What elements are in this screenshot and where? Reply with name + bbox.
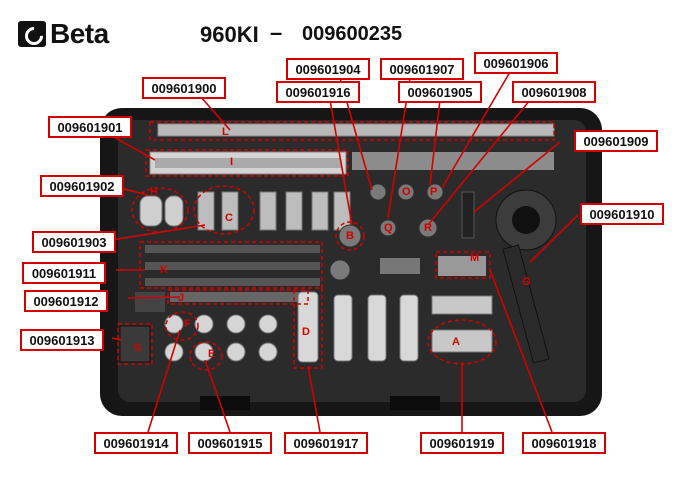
- callout-009601913: 009601913: [20, 329, 104, 351]
- slide-bar-2: [352, 152, 554, 170]
- part-letter: G: [522, 276, 531, 288]
- part-letter: O: [402, 186, 411, 198]
- part-letter: S: [134, 342, 142, 354]
- callout-009601901: 009601901: [48, 116, 132, 138]
- sleeve-set: [297, 291, 419, 363]
- threaded-rod: [145, 278, 320, 286]
- part-letter: J: [178, 292, 185, 304]
- callout-009601900: 009601900: [142, 77, 226, 99]
- part-letter: M: [470, 252, 480, 264]
- callout-009601906: 009601906: [474, 52, 558, 74]
- part-letter: L: [222, 126, 229, 138]
- case-latch: [200, 396, 250, 410]
- spacer-block: [119, 325, 151, 363]
- part-letter: H: [150, 186, 158, 198]
- hub-adapter-hole: [512, 206, 540, 234]
- clamp-group: [197, 191, 351, 231]
- beta-logo-icon: [18, 21, 46, 47]
- puller-bolt: [438, 256, 486, 276]
- callout-009601914: 009601914: [94, 432, 178, 454]
- title-dash: –: [270, 20, 283, 45]
- callout-009601908: 009601908: [512, 81, 596, 103]
- nut-set: [329, 183, 444, 281]
- extension-bar: [461, 191, 475, 239]
- case-latch: [390, 396, 440, 410]
- pressure-ring: [139, 195, 163, 227]
- puller-tool: [431, 295, 493, 315]
- part-letter: A: [452, 336, 460, 348]
- callout-009601916: 009601916: [276, 81, 360, 103]
- part-letter: P: [430, 186, 438, 198]
- callout-009601910: 009601910: [580, 203, 664, 225]
- callout-009601919: 009601919: [420, 432, 504, 454]
- callout-009601917: 009601917: [284, 432, 368, 454]
- header: Beta: [18, 18, 109, 50]
- bushing-set: [164, 314, 278, 362]
- adapter-block: [135, 292, 165, 312]
- threaded-rod: [145, 262, 320, 270]
- spindle: [502, 244, 550, 364]
- part-letter: I: [230, 156, 234, 168]
- callout-009601903: 009601903: [32, 231, 116, 253]
- callout-009601918: 009601918: [522, 432, 606, 454]
- part-letter: C: [225, 212, 233, 224]
- part-letter: E: [208, 348, 216, 360]
- brand-name: Beta: [50, 18, 109, 49]
- part-letter: Q: [384, 222, 393, 234]
- part-letter: R: [424, 222, 432, 234]
- callout-009601915: 009601915: [188, 432, 272, 454]
- slide-bar-slot: [155, 158, 341, 168]
- part-letter: K: [160, 264, 168, 276]
- puller-tool-A: [431, 329, 493, 353]
- callout-009601905: 009601905: [398, 81, 482, 103]
- kit-code: 009600235: [302, 23, 403, 45]
- callout-009601909: 009601909: [574, 130, 658, 152]
- pressure-ring: [164, 195, 184, 227]
- beta-logo: Beta: [18, 18, 109, 50]
- callout-009601902: 009601902: [40, 175, 124, 197]
- callout-009601911: 009601911: [22, 262, 106, 284]
- model-number: 960KI: [200, 22, 259, 47]
- adapter-rod: [170, 292, 305, 302]
- part-letter: B: [346, 230, 354, 242]
- part-letter: D: [302, 326, 310, 338]
- callout-009601904: 009601904: [286, 58, 370, 80]
- callout-009601912: 009601912: [24, 290, 108, 312]
- callout-009601907: 009601907: [380, 58, 464, 80]
- part-letter: F: [184, 318, 191, 330]
- pressing-plate: [380, 258, 420, 274]
- threaded-rod: [145, 245, 320, 253]
- callout-markers: [117, 121, 555, 371]
